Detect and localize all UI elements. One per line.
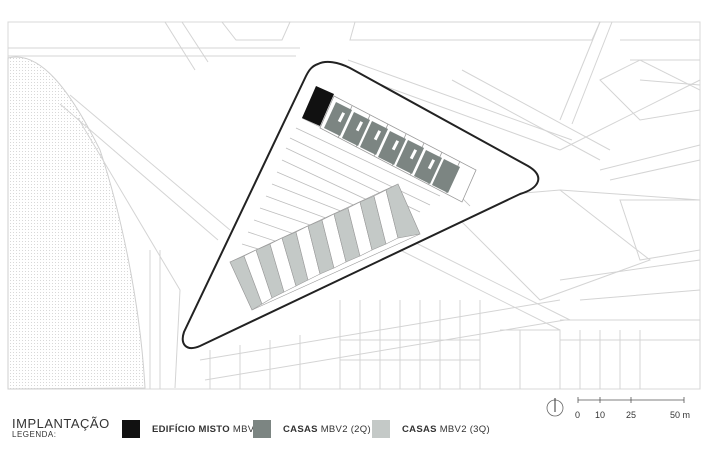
legend-swatch: [253, 420, 271, 438]
scale-tick-label: 0: [575, 410, 581, 420]
legend-item-houses-2q: CASAS MBV2 (2Q): [253, 420, 371, 438]
legend-label: EDIFÍCIO MISTO MBV2: [152, 423, 260, 435]
houses-2q-row: [324, 102, 460, 193]
houses-2q-courtyards: [337, 112, 436, 170]
mixed-use-building: [302, 86, 334, 126]
legend-swatch: [372, 420, 390, 438]
legend-subtitle: LEGENDA:: [12, 430, 57, 439]
legend-item-mixed-building: EDIFÍCIO MISTO MBV2: [122, 420, 260, 438]
scale-tick-label: 10: [595, 410, 606, 420]
surrounding-streets: [8, 21, 701, 389]
scale-bar: [577, 397, 685, 403]
legend-label: CASAS MBV2 (2Q): [283, 423, 371, 435]
scale-tick-label: 50 m: [670, 410, 691, 420]
park-area: [7, 56, 146, 390]
scale-tick-label: 25: [626, 410, 637, 420]
legend-title: IMPLANTAÇÃO: [12, 416, 110, 431]
north-arrow-icon: [546, 398, 564, 417]
legend-item-houses-3q: CASAS MBV2 (3Q): [372, 420, 490, 438]
legend-swatch: [122, 420, 140, 438]
legend-label: CASAS MBV2 (3Q): [402, 423, 490, 435]
houses-3q-row: [229, 183, 421, 311]
